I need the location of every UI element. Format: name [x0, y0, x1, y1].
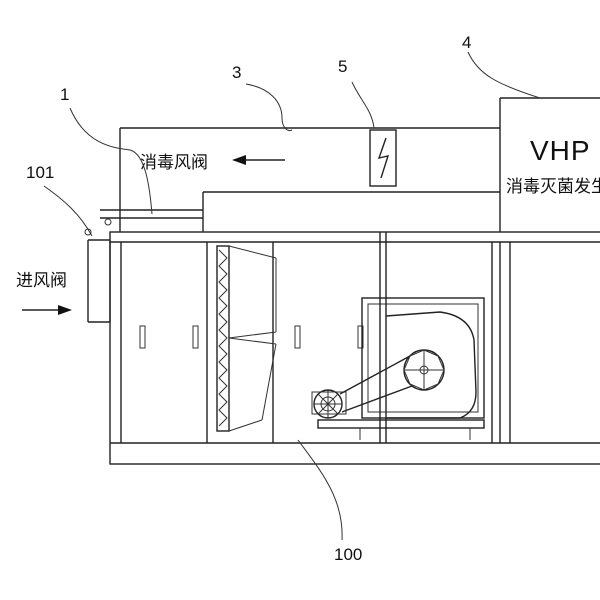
control-box — [369, 129, 397, 187]
lightning-icon — [377, 137, 390, 179]
inlet-damper — [84, 209, 203, 323]
label-101: 101 — [26, 163, 54, 182]
arrow-left-icon — [232, 155, 285, 165]
label-100: 100 — [334, 545, 362, 564]
fan-assembly — [361, 232, 485, 443]
leader-lines — [43, 51, 541, 541]
filter-section — [216, 245, 277, 432]
label-4: 4 — [462, 33, 471, 52]
vhp-generator-label: 消毒灭菌发生 — [506, 177, 600, 197]
vhp-generator — [499, 97, 600, 232]
arrow-right-icon — [22, 305, 72, 315]
label-1: 1 — [60, 85, 69, 104]
disinfect-damper-label: 消毒风阀 — [140, 153, 208, 173]
door-handles — [139, 325, 364, 349]
disinfection-duct — [119, 127, 500, 232]
label-5: 5 — [338, 57, 347, 76]
label-3: 3 — [232, 63, 241, 82]
inlet-damper-label: 进风阀 — [16, 271, 67, 291]
air-handling-unit — [109, 231, 600, 465]
motor-icon — [311, 355, 485, 440]
vhp-label: VHP — [530, 135, 591, 166]
